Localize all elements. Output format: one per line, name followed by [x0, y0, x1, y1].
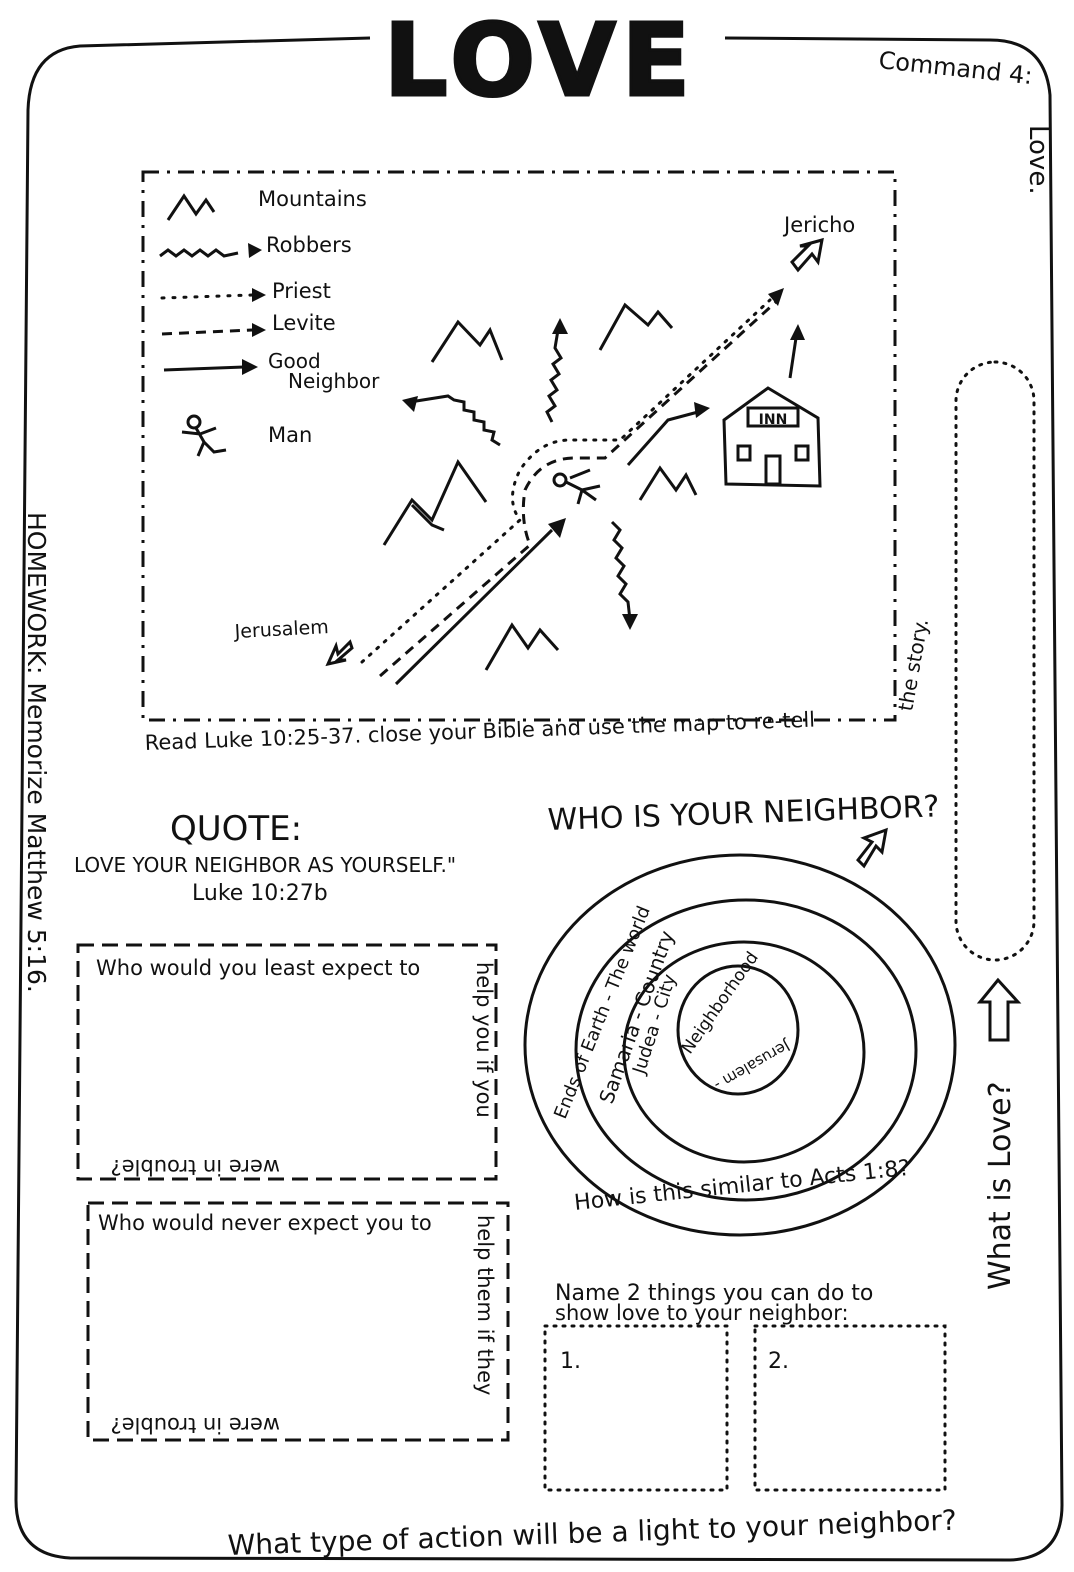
ring-jerusalem-label: Jerusalem -: [711, 1036, 794, 1094]
good-neighbor-path: [788, 337, 798, 379]
mountain-legend-icon: [166, 193, 216, 221]
jerusalem-arrow-icon: [325, 639, 354, 667]
map-frame: [141, 170, 897, 722]
homework-label: HOMEWORK: Memorize Matthew 5:16.: [22, 512, 51, 993]
jericho-arrow-icon: [790, 237, 824, 273]
good-neighbor-arrowhead-icon: [694, 402, 710, 418]
priest-arrowhead-icon: [768, 288, 784, 306]
never-expect-prompt: Who would never expect you to: [98, 1211, 432, 1235]
ring-world: [523, 853, 957, 1237]
least-expect-box[interactable]: [76, 943, 498, 1181]
acts-question: How is this similar to Acts 1:8?: [573, 1156, 911, 1216]
jerusalem-label: Jerusalem: [233, 616, 329, 643]
command-label: Command 4:: [877, 46, 1033, 90]
robbers-legend-icon: [159, 248, 239, 258]
good-neighbor-path: [626, 410, 699, 466]
least-expect-prompt-bottom: were in trouble?: [111, 1155, 280, 1179]
robber-arrowhead-icon: [622, 614, 638, 630]
priest-legend-icon: [160, 293, 254, 300]
good-neighbor-path: [394, 528, 554, 686]
mountain-icon: [430, 319, 504, 363]
quote-text: LOVE YOUR NEIGHBOR AS YOURSELF.": [74, 853, 456, 877]
least-expect-prompt: Who would you least expect to: [96, 956, 420, 980]
robber-paths: [409, 329, 632, 621]
jericho-label: Jericho: [782, 213, 855, 237]
legend-robbers: Robbers: [266, 233, 352, 257]
priest-path: [360, 298, 772, 664]
good-neighbor-legend-icon: [163, 365, 245, 372]
mountain-icon: [598, 302, 674, 351]
action-box-1-number: 1.: [560, 1349, 581, 1374]
levite-path: [379, 298, 780, 678]
actions-heading: Name 2 things you can do to: [555, 1281, 873, 1306]
good-neighbor-arrowhead-icon: [242, 359, 258, 375]
up-arrow-icon: [976, 977, 1022, 1042]
map-mountains: [382, 302, 698, 671]
action-box-2[interactable]: [753, 1324, 947, 1492]
priest-arrowhead-icon: [252, 288, 266, 302]
legend-levite: Levite: [272, 311, 336, 335]
bottom-question: What type of action will be a light to y…: [227, 1504, 957, 1562]
inn-label: INN: [759, 412, 788, 428]
quote-heading: QUOTE:: [170, 809, 302, 849]
ring-country: [574, 898, 918, 1202]
page-title: LOVE: [384, 2, 696, 119]
map-instruction-end: the story.: [893, 617, 933, 713]
injured-man-icon: [552, 468, 601, 505]
man-legend-icon: [181, 414, 227, 457]
neighbor-arrow-icon: [856, 827, 888, 869]
levite-arrowhead-icon: [252, 323, 266, 337]
parable-map: Mountains Robbers Priest Levite Good Nei…: [141, 170, 933, 755]
least-expect-prompt-side: help you if you: [472, 962, 496, 1118]
ring-neighborhood: [676, 964, 800, 1096]
legend-good: Good: [268, 349, 321, 373]
good-neighbor-arrowhead-icon: [548, 518, 566, 538]
map-instruction: Read Luke 10:25-37. close your Bible and…: [144, 708, 815, 755]
robbers-arrowhead-icon: [248, 243, 262, 258]
ring-city: [622, 940, 866, 1164]
action-box-1[interactable]: [543, 1324, 729, 1492]
actions-heading-2: show love to your neighbor:: [555, 1301, 849, 1325]
what-is-love-box[interactable]: [954, 360, 1036, 962]
levite-legend-icon: [161, 328, 253, 336]
legend-neighbor: Neighbor: [288, 369, 380, 393]
legend-priest: Priest: [272, 279, 331, 303]
good-neighbor-arrowhead-icon: [790, 324, 805, 340]
mountain-icon: [638, 465, 698, 501]
quote-reference: Luke 10:27b: [192, 881, 328, 906]
legend-mountains: Mountains: [258, 187, 367, 211]
mountain-icon: [410, 503, 445, 532]
neighbor-rings: [523, 853, 957, 1237]
robber-arrowhead-icon: [402, 396, 418, 412]
robber-arrowhead-icon: [552, 318, 568, 334]
action-box-2-number: 2.: [768, 1349, 789, 1374]
ring-neighborhood-label: Neighborhood: [678, 948, 763, 1058]
never-expect-box[interactable]: [86, 1201, 510, 1442]
never-expect-prompt-bottom: were in trouble?: [111, 1413, 280, 1437]
command-love-label: Love.: [1023, 125, 1053, 195]
what-is-love-label: What is Love?: [983, 1081, 1018, 1290]
never-expect-prompt-side: help them if they: [473, 1215, 497, 1395]
mountain-icon: [382, 458, 488, 546]
inn-building: [722, 386, 822, 488]
legend-man: Man: [268, 423, 312, 447]
page-frame: [14, 36, 1064, 1562]
mountain-icon: [484, 622, 560, 671]
